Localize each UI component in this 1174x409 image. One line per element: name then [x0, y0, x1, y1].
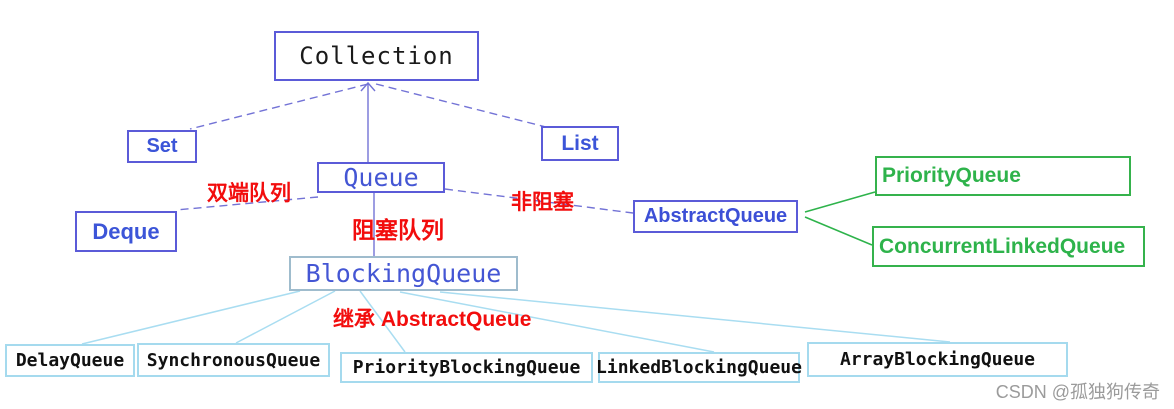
- node-queue-label: Queue: [343, 163, 419, 192]
- csdn-watermark: CSDN @孤独狗传奇: [995, 382, 1160, 402]
- edge-queue-abstractqueue: [444, 188, 634, 214]
- node-synchronousqueue-label: SynchronousQueue: [146, 349, 321, 371]
- node-abstractqueue: AbstractQueue: [633, 200, 798, 233]
- node-queue: Queue: [317, 162, 445, 193]
- node-set: Set: [127, 130, 197, 163]
- edge-label-nonblocking: 非阻塞: [511, 191, 574, 214]
- node-concurrentlinkedqueue-label: ConcurrentLinkedQueue: [879, 234, 1126, 258]
- edge-collection-set: [189, 83, 369, 130]
- node-delayqueue-label: DelayQueue: [15, 350, 125, 371]
- node-collection-label: Collection: [299, 42, 454, 70]
- node-deque-label: Deque: [92, 218, 160, 244]
- edge-label-inherit: 继承 AbstractQueue: [333, 308, 532, 331]
- node-concurrentlinkedqueue: ConcurrentLinkedQueue: [872, 226, 1145, 267]
- edge-blockingqueue-synchronousqueue: [235, 290, 336, 344]
- node-abstractqueue-label: AbstractQueue: [643, 205, 788, 227]
- edge-label-blocking: 阻塞队列: [352, 217, 444, 243]
- node-set-label: Set: [146, 135, 178, 157]
- node-deque: Deque: [75, 211, 177, 252]
- node-synchronousqueue: SynchronousQueue: [137, 343, 330, 377]
- node-priorityqueue: PriorityQueue: [875, 156, 1131, 196]
- node-linkedblockingqueue-label: LinkedBlockingQueue: [596, 357, 802, 378]
- edge-blockingqueue-linkedblockingqueue: [399, 291, 715, 353]
- edge-abstractqueue-concurrentlinkedqueue: [804, 216, 873, 246]
- edge-blockingqueue-arrayblockingqueue: [439, 291, 951, 343]
- edge-collection-list: [375, 83, 547, 128]
- node-arrayblockingqueue: ArrayBlockingQueue: [807, 342, 1068, 377]
- arrowhead-icon: [360, 81, 376, 92]
- edge-label-deque: 双端队列: [207, 182, 291, 205]
- node-list-label: List: [561, 131, 599, 155]
- node-priorityblockingqueue-label: PriorityBlockingQueue: [352, 357, 581, 378]
- node-blockingqueue: BlockingQueue: [289, 256, 518, 291]
- edge-abstractqueue-priorityqueue: [804, 191, 876, 213]
- node-blockingqueue-label: BlockingQueue: [305, 259, 502, 288]
- node-linkedblockingqueue: LinkedBlockingQueue: [596, 352, 802, 383]
- edge-queue-deque: [175, 196, 319, 211]
- node-arrayblockingqueue-label: ArrayBlockingQueue: [839, 349, 1036, 370]
- node-delayqueue: DelayQueue: [5, 344, 135, 377]
- node-collection: Collection: [274, 31, 479, 81]
- edge-blockingqueue-priorityblockingqueue: [359, 290, 406, 353]
- node-list: List: [541, 126, 619, 161]
- node-priorityqueue-label: PriorityQueue: [882, 164, 1021, 187]
- edge-blockingqueue-delayqueue: [81, 290, 301, 345]
- node-priorityblockingqueue: PriorityBlockingQueue: [340, 352, 593, 383]
